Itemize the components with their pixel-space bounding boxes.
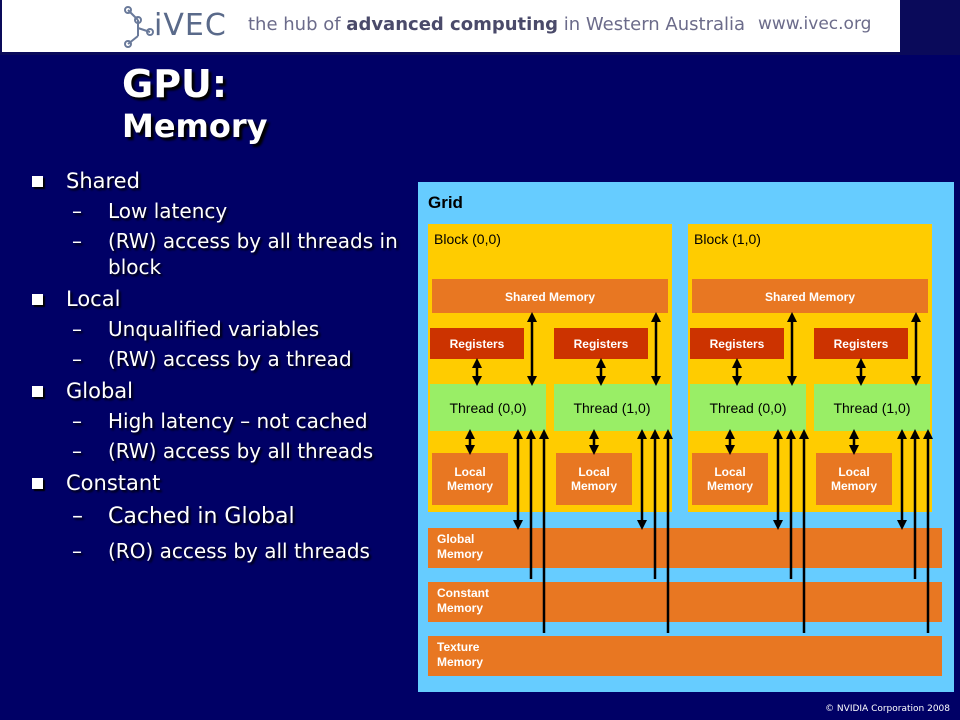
dash-icon: – — [72, 317, 82, 341]
sub-bullet-text: High latency – not cached — [108, 409, 368, 433]
dash-icon: – — [72, 539, 82, 563]
bullet-item: Shared — [30, 168, 410, 194]
dash-icon: – — [72, 409, 82, 433]
banner-url: www.ivec.org — [758, 14, 872, 34]
banner-tagline: the hub of advanced computing in Western… — [248, 14, 745, 35]
copyright-notice: © NVIDIA Corporation 2008 — [825, 704, 950, 714]
registers-label: Registers — [574, 337, 629, 351]
dash-icon: – — [72, 439, 82, 463]
thread-box — [430, 384, 546, 431]
sub-bullet-text: (RW) access by all threads in block — [108, 229, 398, 279]
bullet-square-icon — [32, 294, 43, 305]
device-memory-box — [428, 636, 942, 676]
title-line-2: Memory — [122, 107, 268, 145]
thread-label: Thread (0,0) — [449, 400, 526, 416]
bullet-label: Local — [66, 287, 121, 311]
shared-memory-box — [432, 279, 668, 313]
device-memory-box — [428, 528, 942, 568]
shared-memory-box — [692, 279, 928, 313]
bullet-item: Local — [30, 286, 410, 312]
local-memory-box — [692, 453, 768, 505]
local-memory-box — [432, 453, 508, 505]
bullet-label: Shared — [66, 169, 140, 193]
sub-bullet: – Low latency — [30, 198, 410, 224]
sub-bullet-text: (RW) access by a thread — [108, 347, 352, 371]
slide-title: GPU: Memory — [122, 62, 268, 146]
registers-label: Registers — [834, 337, 889, 351]
bullet-label: Global — [66, 379, 133, 403]
ivec-logo-icon — [124, 6, 154, 48]
sub-bullet-text: (RW) access by all threads — [108, 439, 374, 463]
local-memory-box — [556, 453, 632, 505]
bullet-square-icon — [32, 478, 43, 489]
sub-bullet: – (RW) access by all threads — [30, 438, 410, 464]
dash-icon: – — [72, 347, 82, 371]
sub-bullet: – Unqualified variables — [30, 316, 410, 342]
banner-panel: iVEC the hub of advanced computing in We… — [2, 0, 900, 52]
registers-box — [554, 328, 648, 359]
sub-bullet-text: (RO) access by all threads — [108, 539, 370, 563]
sub-bullet: –Cached in Global — [30, 502, 410, 532]
grid-label: Grid — [428, 193, 463, 212]
sub-bullet-text: Low latency — [108, 199, 228, 223]
thread-box — [554, 384, 670, 431]
thread-label: Thread (0,0) — [709, 400, 786, 416]
sub-bullet: – (RW) access by a thread — [30, 346, 410, 372]
sub-bullet: – (RW) access by all threads in block — [30, 228, 410, 280]
registers-box — [690, 328, 784, 359]
thread-label: Thread (1,0) — [573, 400, 650, 416]
tagline-part: the hub of — [248, 14, 347, 35]
block-label: Block (0,0) — [434, 231, 501, 247]
device-memory-box — [428, 582, 942, 622]
logo-wordmark: iVEC — [154, 8, 227, 43]
tagline-part: in Western Australia — [558, 14, 746, 35]
sub-bullet: – High latency – not cached — [30, 408, 410, 434]
title-line-1: GPU: — [122, 62, 228, 106]
bullet-square-icon — [32, 176, 43, 187]
bullet-list: Shared – Low latency – (RW) access by all … — [30, 166, 410, 564]
header-banner: iVEC the hub of advanced computing in We… — [0, 0, 960, 55]
dash-icon: – — [72, 199, 82, 223]
block-label: Block (1,0) — [694, 231, 761, 247]
bullet-square-icon — [32, 386, 43, 397]
registers-box — [430, 328, 524, 359]
registers-label: Registers — [710, 337, 765, 351]
local-memory-box — [816, 453, 892, 505]
shared-memory-label: Shared Memory — [765, 290, 855, 304]
sub-bullet-text: Unqualified variables — [108, 317, 320, 341]
dash-icon: – — [72, 229, 82, 253]
shared-memory-label: Shared Memory — [505, 290, 595, 304]
registers-label: Registers — [450, 337, 505, 351]
thread-box — [690, 384, 806, 431]
bullet-item: Global — [30, 378, 410, 404]
bullet-label: Constant — [66, 471, 161, 495]
bullet-item: Constant — [30, 470, 410, 496]
dash-icon: – — [72, 504, 83, 529]
sub-bullet: – (RO) access by all threads — [30, 538, 410, 564]
tagline-part-bold: advanced computing — [346, 14, 559, 35]
thread-label: Thread (1,0) — [833, 400, 910, 416]
registers-box — [814, 328, 908, 359]
thread-box — [814, 384, 930, 431]
sub-bullet-text: Cached in Global — [108, 504, 295, 529]
